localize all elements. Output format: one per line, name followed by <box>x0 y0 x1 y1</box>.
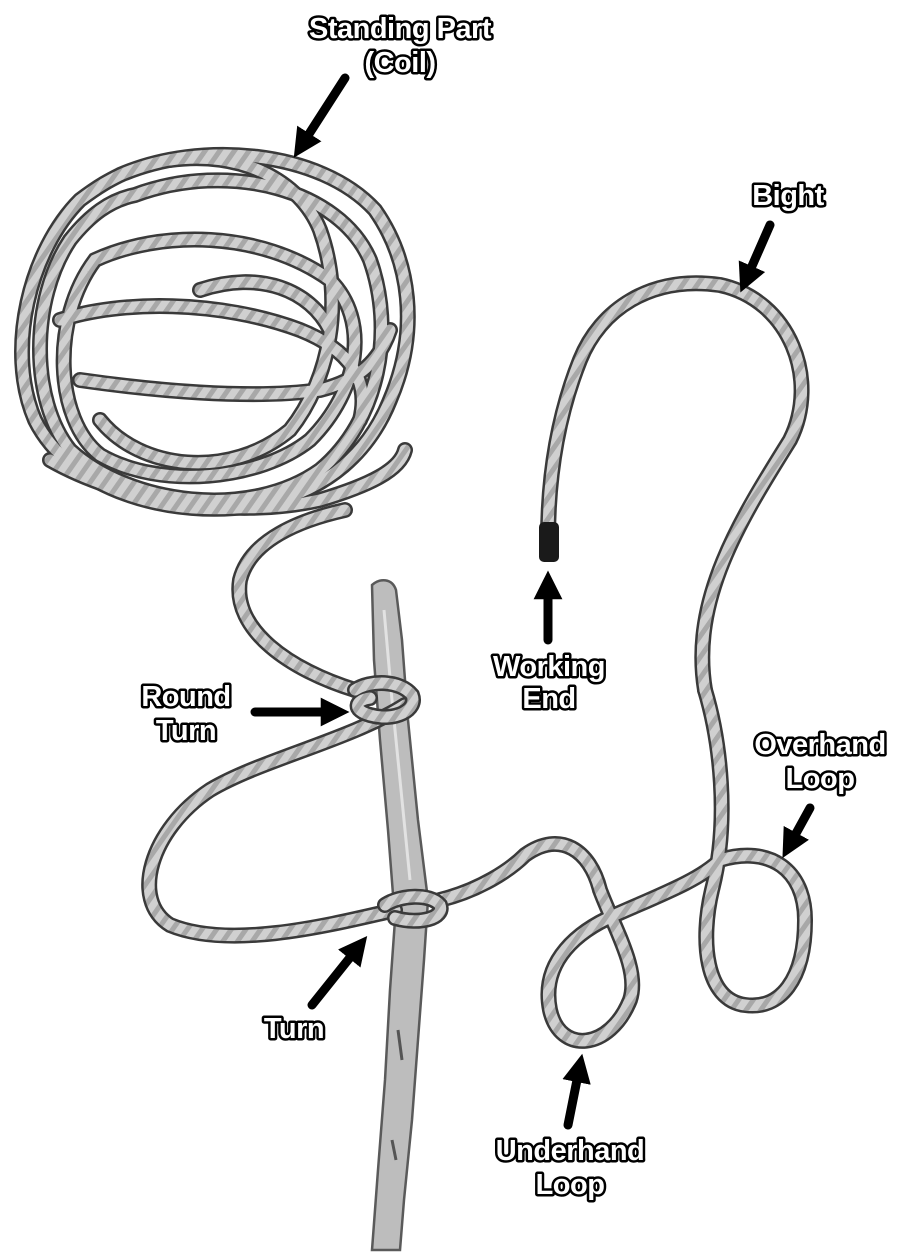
arrows <box>255 78 810 1125</box>
arrow-standing-part <box>300 78 345 148</box>
label-round-turn-line1: Round <box>141 681 230 713</box>
label-working-end-line2: End <box>522 683 575 715</box>
label-underhand-loop-line2: Loop <box>536 1169 605 1201</box>
label-overhand-loop-line1: Overhand <box>754 729 885 761</box>
arrow-turn <box>312 945 360 1005</box>
label-standing-part-line1: Standing Part <box>309 13 492 45</box>
label-turn: Turn <box>264 1013 324 1045</box>
arrow-bight <box>745 225 770 282</box>
labels: Standing Part (Coil) Bight Working End R… <box>141 13 885 1201</box>
label-overhand-loop-line2: Loop <box>786 763 855 795</box>
arrow-underhand-loop <box>568 1065 580 1125</box>
working-end-tip <box>539 522 559 562</box>
rope-coil <box>22 155 408 509</box>
label-standing-part-line2: (Coil) <box>364 47 435 79</box>
label-round-turn-line2: Turn <box>156 715 216 747</box>
label-underhand-loop-line1: Underhand <box>496 1135 645 1167</box>
label-bight: Bight <box>752 180 824 212</box>
label-working-end-line1: Working <box>493 651 605 683</box>
arrow-overhand-loop <box>788 808 810 848</box>
